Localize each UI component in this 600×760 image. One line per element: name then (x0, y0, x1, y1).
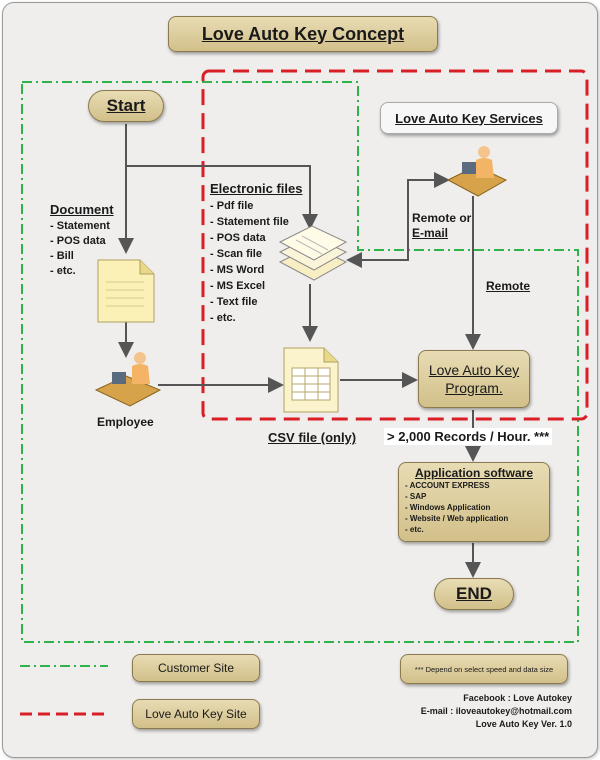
list-item: MS Word (210, 262, 289, 278)
program-node: Love Auto Key Program. (418, 350, 530, 408)
legend-love-site: Love Auto Key Site (132, 699, 260, 729)
list-item: SAP (405, 491, 543, 502)
remote-label: Remote (486, 279, 531, 293)
records-label: > 2,000 Records / Hour. *** (384, 428, 553, 445)
list-item: etc. (50, 264, 110, 279)
electronic-files-list: Pdf file Statement file POS data Scan fi… (210, 198, 289, 326)
list-item: Scan file (210, 246, 289, 262)
application-node: Application software ACCOUNT EXPRESS SAP… (398, 462, 550, 542)
connector-remote-email (346, 172, 450, 268)
list-item: POS data (50, 234, 110, 249)
employee-label: Employee (97, 415, 154, 429)
files-stack-icon (278, 225, 348, 281)
list-item: Text file (210, 294, 289, 310)
list-item: Windows Application (405, 502, 543, 513)
list-item: etc. (210, 310, 289, 326)
list-item: Statement (50, 219, 110, 234)
list-item: MS Excel (210, 278, 289, 294)
list-item: Bill (50, 249, 110, 264)
document-heading: Document (50, 202, 114, 217)
contact-info: Facebook : Love Autokey E-mail : iloveau… (420, 693, 572, 729)
electronic-files-heading: Electronic files (210, 181, 303, 196)
end-node: END (434, 578, 514, 610)
list-item: etc. (405, 524, 543, 535)
diagram-title: Love Auto Key Concept (168, 16, 438, 52)
services-label-box: Love Auto Key Services (380, 102, 558, 134)
customer-site-region (21, 81, 579, 643)
csv-label: CSV file (only) (268, 430, 357, 445)
list-item: ACCOUNT EXPRESS (405, 480, 543, 491)
list-item: Website / Web application (405, 513, 543, 524)
list-item: Pdf file (210, 198, 289, 214)
start-node: Start (88, 90, 164, 122)
list-item: POS data (210, 230, 289, 246)
remote-or-email-label: Remote or E-mail (412, 211, 472, 240)
connector-start-efiles (126, 165, 318, 230)
footnote-box: *** Depend on select speed and data size (400, 654, 568, 684)
employee-icon (94, 352, 162, 407)
love-site-region (201, 69, 589, 421)
operator-icon (446, 146, 508, 197)
list-item: Statement file (210, 214, 289, 230)
document-icon (97, 259, 155, 323)
csv-spreadsheet-icon (283, 347, 339, 413)
document-list: Statement POS data Bill etc. (50, 219, 110, 279)
application-list: ACCOUNT EXPRESS SAP Windows Application … (405, 480, 543, 535)
legend-customer-site: Customer Site (132, 654, 260, 682)
application-heading: Application software (414, 466, 533, 480)
